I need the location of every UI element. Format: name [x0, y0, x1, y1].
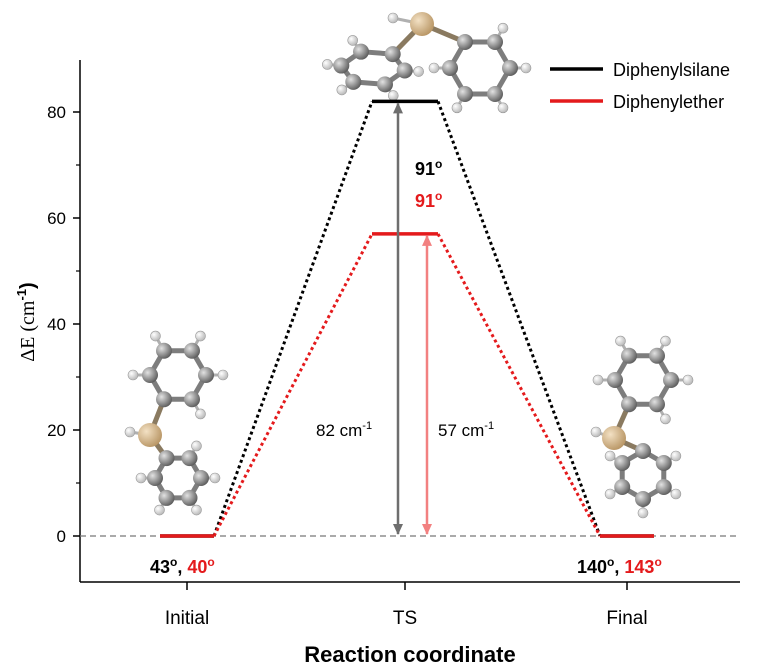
series-connector-0 [436, 100, 602, 537]
series-connector-1 [436, 233, 602, 537]
x-axis-label: Reaction coordinate [304, 642, 515, 667]
x-tick-label: TS [393, 608, 417, 629]
x-tick-label: Initial [165, 608, 209, 629]
y-axis-label-sup: -1 [14, 289, 29, 301]
y-tick-label: 60 [47, 209, 66, 228]
series-connector-1 [212, 233, 374, 537]
x-tick-label: Final [606, 608, 647, 629]
barrier-arrow-ether [422, 234, 432, 535]
legend: Diphenylsilane Diphenylether [550, 60, 730, 112]
final-angle-silane: 140 [577, 557, 607, 577]
final-angle-separator: , [614, 557, 624, 577]
legend-label-ether: Diphenylether [613, 92, 724, 112]
final-angle-ether-sup: o [654, 555, 661, 569]
y-axis-label-main: ΔE (cm [17, 300, 39, 362]
barrier-label-silane-sup: -1 [362, 420, 372, 432]
initial-angle-separator: , [177, 557, 187, 577]
initial-angle-ether: 40 [187, 557, 207, 577]
y-tick-label: 0 [57, 527, 66, 546]
initial-angle-silane-sup: o [170, 555, 177, 569]
y-tick-label: 20 [47, 421, 66, 440]
y-axis-label-end: ) [17, 282, 39, 289]
initial-angle-silane: 43 [150, 557, 170, 577]
final-angle-ether: 143 [624, 557, 654, 577]
ts-angle-ether-value: 91 [415, 191, 435, 211]
final-angles: 140o, 143o [577, 555, 662, 577]
series-connector-0 [212, 100, 374, 537]
barrier-label-silane-base: 82 cm [316, 421, 362, 440]
barrier-arrow-silane [393, 102, 403, 535]
ts-angle-silane: 91o [415, 157, 442, 179]
initial-molecule-image [124, 330, 229, 516]
barrier-label-ether: 57 cm-1 [438, 420, 494, 440]
barrier-label-ether-base: 57 cm [438, 421, 484, 440]
ts-angle-silane-value: 91 [415, 159, 435, 179]
ts-molecule-image [322, 12, 532, 114]
barrier-label-silane: 82 cm-1 [316, 420, 372, 440]
initial-angle-ether-sup: o [207, 555, 214, 569]
y-tick-label: 40 [47, 315, 66, 334]
final-molecule-image [590, 335, 694, 519]
ts-angle-ether-sup: o [435, 189, 442, 203]
ts-angle-ether: 91o [415, 189, 442, 211]
ts-angle-silane-sup: o [435, 157, 442, 171]
final-angle-silane-sup: o [607, 555, 614, 569]
initial-angles: 43o, 40o [150, 555, 215, 577]
legend-label-silane: Diphenylsilane [613, 60, 730, 80]
y-axis-label: ΔE (cm-1) [14, 282, 39, 361]
barrier-label-ether-sup: -1 [484, 420, 494, 432]
y-tick-label: 80 [47, 103, 66, 122]
